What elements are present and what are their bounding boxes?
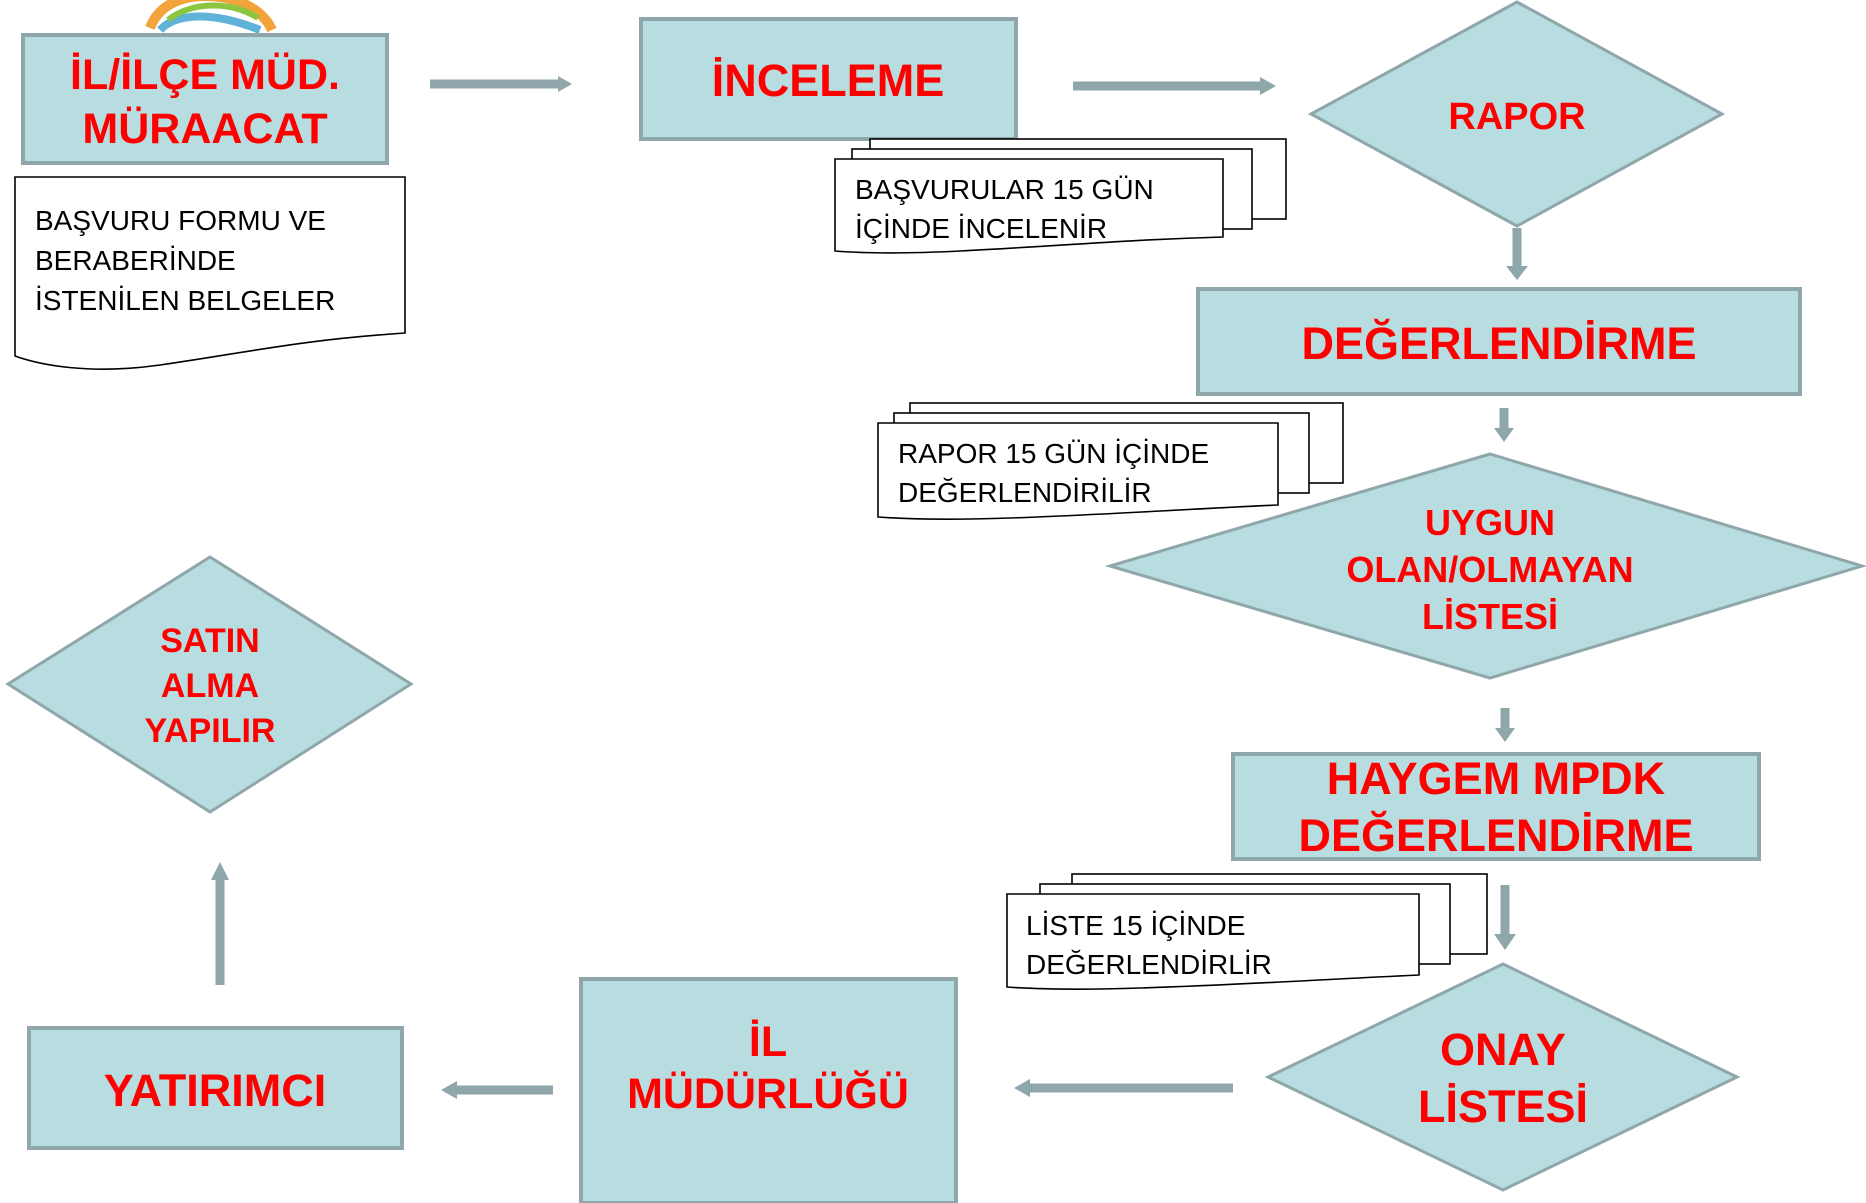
note-liste-line-1: LİSTE 15 İÇİNDE xyxy=(1026,910,1245,941)
logo xyxy=(145,0,277,34)
step-satin-alma-line-1: SATIN xyxy=(160,622,259,660)
step-uygun-liste-line-1: UYGUN xyxy=(1425,502,1555,543)
step-inceleme-label: İNCELEME xyxy=(712,55,945,106)
arrow-uygun-liste-to-haygem xyxy=(1495,708,1515,742)
arrow-haygem-to-onay-listesi xyxy=(1494,885,1516,950)
note-liste-line-2: DEĞERLENDİRLİR xyxy=(1026,949,1272,980)
arrow-inceleme-to-rapor xyxy=(1073,77,1276,95)
step-yatirimci: YATIRIMCI xyxy=(27,1026,404,1150)
step-uygun-liste-line-3: LİSTESİ xyxy=(1422,596,1558,637)
step-onay-line-1: ONAY xyxy=(1440,1024,1566,1075)
step-muracaat-line-1: İL/İLÇE MÜD. xyxy=(70,51,340,99)
step-inceleme: İNCELEME xyxy=(639,17,1018,141)
note-basvuru-line-3: İSTENİLEN BELGELER xyxy=(35,285,335,316)
step-uygun-liste: UYGUN OLAN/OLMAYAN LİSTESİ xyxy=(1104,452,1866,680)
step-satin-alma-line-3: YAPILIR xyxy=(144,712,275,750)
step-il-mudurlugu: İL MÜDÜRLÜĞÜ xyxy=(579,977,958,1203)
step-haygem-line-2: DEĞERLENDİRME xyxy=(1298,810,1693,861)
note-basvurular-15-gun: BAŞVURULAR 15 GÜN İÇİNDE İNCELENİR xyxy=(834,138,1287,254)
note-rapor-line-1: RAPOR 15 GÜN İÇİNDE xyxy=(898,438,1209,469)
note-rapor-15-gun: RAPOR 15 GÜN İÇİNDE DEĞERLENDİRİLİR xyxy=(877,402,1344,520)
arrow-muracaat-to-inceleme xyxy=(430,76,572,92)
step-onay-listesi: ONAY LİSTESİ xyxy=(1264,962,1741,1192)
step-satin-alma-line-2: ALMA xyxy=(161,667,259,705)
step-il-mudurlugu-line-2: MÜDÜRLÜĞÜ xyxy=(627,1070,909,1118)
step-rapor: RAPOR xyxy=(1307,0,1726,228)
step-muracaat: İL/İLÇE MÜD. MÜRAACAT xyxy=(21,33,389,165)
note-liste-15: LİSTE 15 İÇİNDE DEĞERLENDİRLİR xyxy=(1006,873,1488,990)
note-basvurular-line-2: İÇİNDE İNCELENİR xyxy=(855,213,1107,244)
step-haygem-degerlendirme: HAYGEM MPDK DEĞERLENDİRME xyxy=(1231,752,1761,861)
note-basvurular-line-1: BAŞVURULAR 15 GÜN xyxy=(855,174,1154,205)
step-il-mudurlugu-line-1: İL xyxy=(749,1018,787,1066)
note-basvuru-line-1: BAŞVURU FORMU VE xyxy=(35,205,326,236)
note-rapor-line-2: DEĞERLENDİRİLİR xyxy=(898,477,1152,508)
step-rapor-label: RAPOR xyxy=(1448,96,1585,138)
arrow-onay-to-il-mudurlugu xyxy=(1014,1079,1233,1097)
arrow-degerlendirme-to-uygun-liste xyxy=(1494,408,1514,442)
note-basvuru-line-2: BERABERİNDE xyxy=(35,245,236,276)
step-degerlendirme-label: DEĞERLENDİRME xyxy=(1301,318,1696,369)
step-uygun-liste-line-2: OLAN/OLMAYAN xyxy=(1346,549,1633,590)
note-basvuru-formu: BAŞVURU FORMU VE BERABERİNDE İSTENİLEN B… xyxy=(14,176,406,370)
arrow-il-mudurlugu-to-yatirimci xyxy=(441,1081,553,1099)
arrow-yatirimci-to-satin-alma xyxy=(211,862,229,985)
step-satin-alma: SATIN ALMA YAPILIR xyxy=(5,555,414,814)
step-degerlendirme: DEĞERLENDİRME xyxy=(1196,287,1802,396)
arrow-rapor-to-degerlendirme xyxy=(1506,228,1528,280)
step-onay-line-2: LİSTESİ xyxy=(1418,1081,1588,1132)
step-muracaat-line-2: MÜRAACAT xyxy=(82,105,327,153)
step-yatirimci-label: YATIRIMCI xyxy=(104,1065,327,1116)
step-haygem-line-1: HAYGEM MPDK xyxy=(1327,753,1666,804)
